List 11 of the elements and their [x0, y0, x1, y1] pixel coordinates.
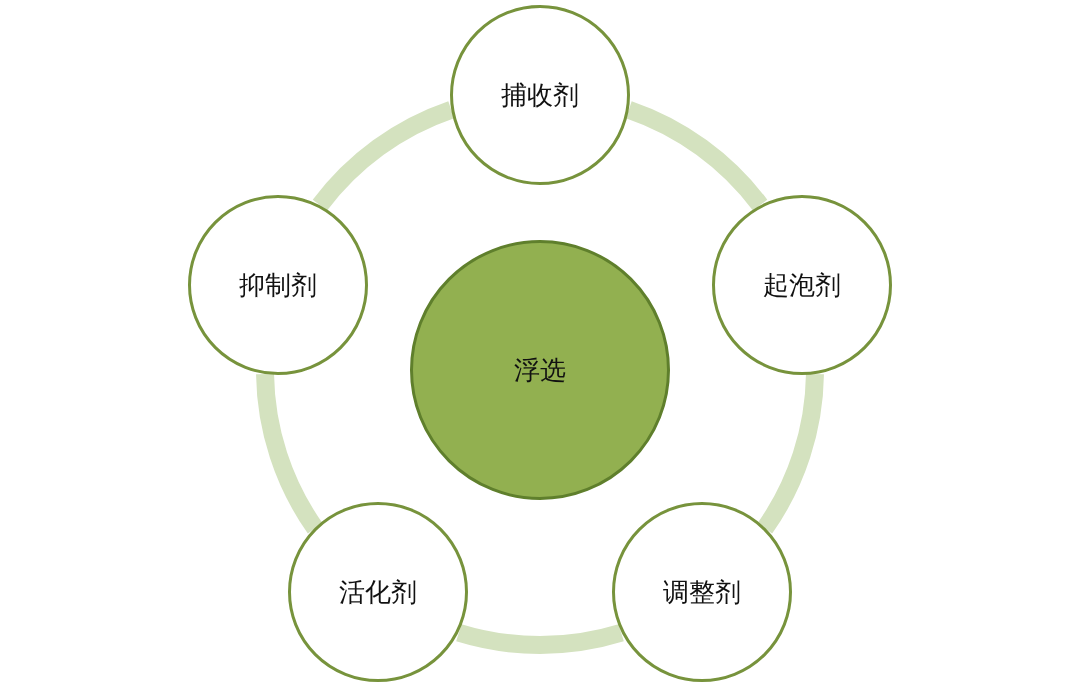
node-label: 浮选 — [514, 353, 566, 387]
ring-segment — [256, 373, 323, 534]
ring-segment — [456, 624, 624, 654]
node-label: 抑制剂 — [239, 268, 318, 302]
ring-segment — [313, 101, 455, 211]
ring-segment — [625, 101, 767, 211]
node-label: 起泡剂 — [762, 268, 841, 302]
ring-segment — [757, 373, 824, 534]
node-label: 调整剂 — [662, 575, 741, 609]
node-label: 活化剂 — [339, 575, 418, 609]
node-label: 捕收剂 — [501, 78, 579, 112]
